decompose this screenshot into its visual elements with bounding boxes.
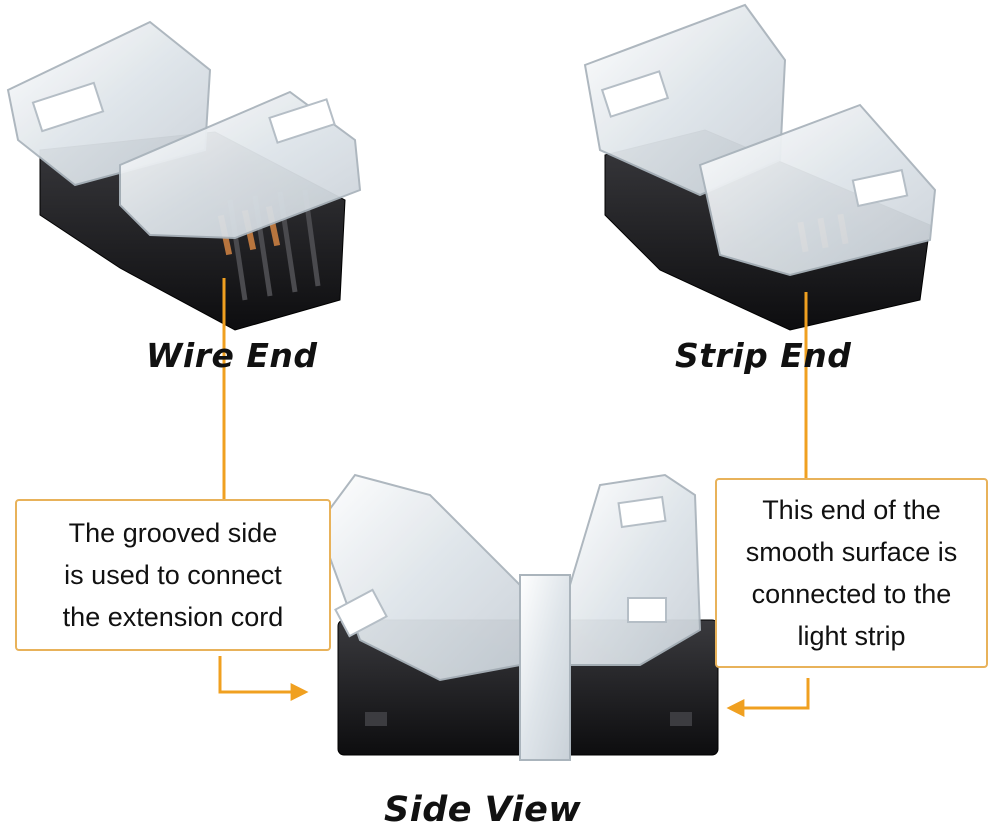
wire-end-heading: Wire End: [146, 336, 318, 375]
side-view-connector-icon: [316, 473, 719, 761]
wire-end-connector-icon: [6, 20, 362, 331]
callout-right-line-2: smooth surface is: [745, 537, 958, 567]
leader-line-left: [218, 278, 309, 701]
callout-right-line-1: This end of the: [762, 495, 941, 525]
grooved-side-callout: The grooved side is used to connect the …: [15, 499, 331, 651]
strip-end-connector-icon: [583, 3, 937, 331]
side-view-heading: Side View: [384, 790, 582, 830]
leader-line-right: [726, 292, 810, 717]
callout-left-line-3: the extension cord: [62, 602, 284, 632]
callout-right-line-3: connected to the: [751, 579, 952, 609]
strip-end-heading: Strip End: [675, 336, 852, 375]
callout-left-line-1: The grooved side: [68, 518, 278, 548]
callout-left-line-2: is used to connect: [64, 560, 282, 590]
callout-right-line-4: light strip: [797, 621, 906, 651]
smooth-surface-callout: This end of the smooth surface is connec…: [715, 478, 988, 668]
